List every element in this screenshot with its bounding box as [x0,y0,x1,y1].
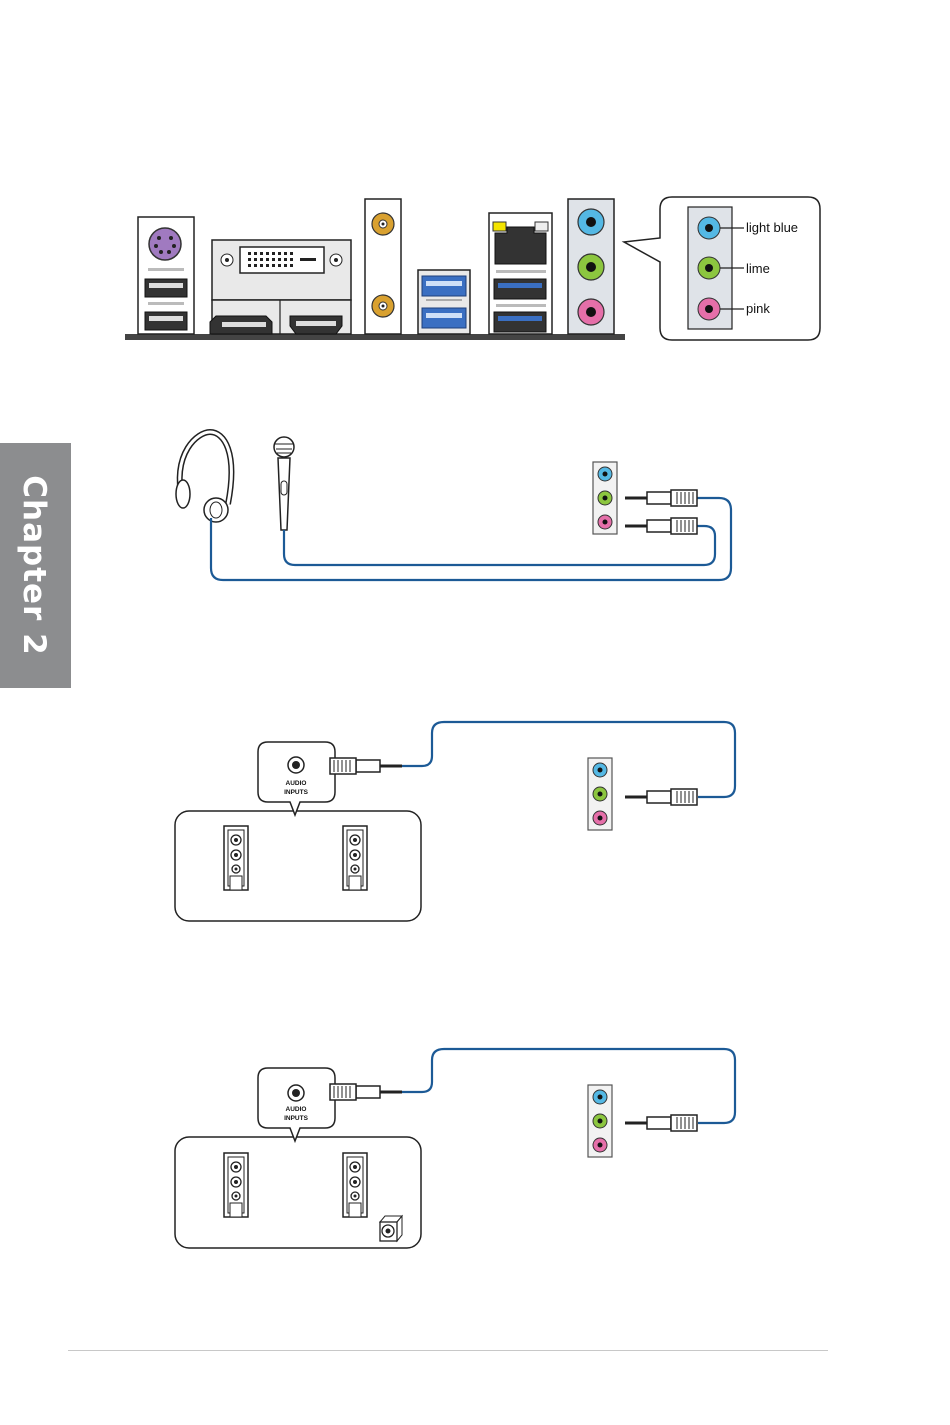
microphone-plug [625,518,697,534]
microphone-icon [274,437,294,530]
audio-inputs-label-line2: INPUTS [284,1115,309,1122]
speaker-input-plug [330,1084,402,1100]
audio-panel-small [588,1085,612,1157]
audio-panel-small [588,758,612,830]
legend-lime-label: lime [746,261,770,276]
legend-light-blue-label: light blue [746,220,798,235]
left-speaker-icon [224,1153,248,1217]
speaker-cable [402,722,735,797]
headphone-plug [625,490,697,506]
audio-inputs-label-line1: AUDIO [286,780,307,787]
ps2-usb2-port-stack [138,217,194,334]
rear-io-panel [125,199,625,340]
two-channel-speaker-diagram: AUDIO INPUTS [175,722,735,921]
lan-usb3-port-stack [489,213,552,334]
legend-pink-label: pink [746,301,770,316]
video-ports [210,240,351,334]
footer-divider [68,1350,828,1351]
audio-panel-small [593,462,617,534]
subwoofer-icon [380,1216,402,1241]
headphone-icon [176,432,231,522]
right-speaker-icon [343,826,367,890]
audio-jack-stack [568,199,614,334]
line-out-plug [625,789,697,805]
audio-color-legend-callout: light blue lime pink [624,197,820,340]
audio-inputs-label-line1: AUDIO [286,1106,307,1113]
headphone-mic-diagram [176,432,731,580]
headphone-cable [211,498,731,580]
left-speaker-icon [224,826,248,890]
audio-inputs-label-line2: INPUTS [284,789,309,796]
usb3-port-stack [418,270,470,334]
speaker-subwoofer-diagram: AUDIO INPUTS [175,1049,735,1248]
ps2-port [149,228,181,260]
speaker-input-plug [330,758,402,774]
line-out-plug [625,1115,697,1131]
ethernet-port [495,227,546,264]
right-speaker-icon [343,1153,367,1217]
speaker-cable [402,1049,735,1123]
wifi-antenna-ports [365,199,401,334]
